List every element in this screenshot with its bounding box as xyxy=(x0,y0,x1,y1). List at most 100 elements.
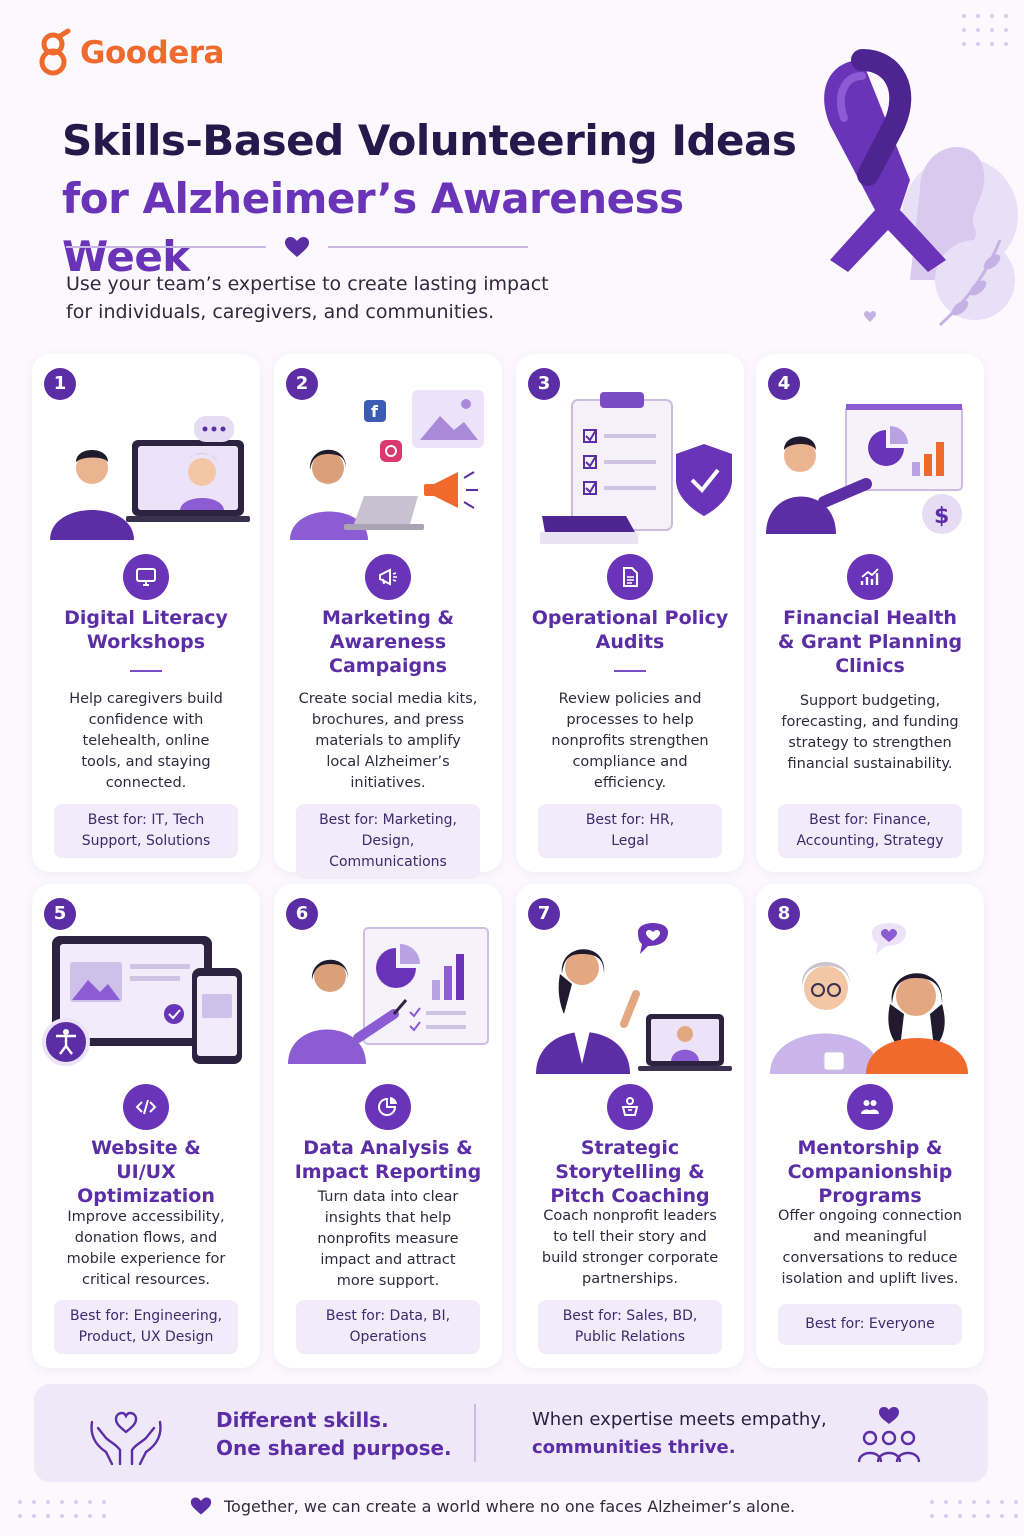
brand-logo[interactable]: Goodera xyxy=(38,28,224,78)
card-divider xyxy=(130,670,162,672)
desc-line: confidence with xyxy=(88,712,204,728)
card-title: Data Analysis & Impact Reporting xyxy=(282,1136,494,1184)
page-title: Skills-Based Volunteering Ideas for Alzh… xyxy=(62,112,802,286)
video-call-illustration xyxy=(50,416,250,540)
desc-line: Improve accessibility, xyxy=(67,1209,225,1225)
pie-chart-icon xyxy=(365,1084,411,1130)
best-for-line: Legal xyxy=(611,833,649,849)
desc-line: build stronger corporate xyxy=(541,1250,719,1266)
card-title-line: Audits xyxy=(595,631,665,653)
heart-icon xyxy=(285,237,309,257)
page-subtitle: Use your team’s expertise to create last… xyxy=(66,270,586,326)
goodera-logo-icon xyxy=(39,28,71,76)
desc-line: to tell their story and xyxy=(553,1229,707,1245)
best-for-line: Best for: Finance, xyxy=(809,812,931,828)
desc-line: materials to amplify xyxy=(315,733,461,749)
card-description: Coach nonprofit leaders to tell their st… xyxy=(532,1206,728,1290)
best-for-line: Design, Communications xyxy=(329,833,447,870)
card-number: 4 xyxy=(768,368,800,400)
desc-line: Offer ongoing connection xyxy=(778,1208,962,1224)
decorative-dots-bottom-left xyxy=(18,1500,106,1518)
card-title-line: Pitch Coaching xyxy=(550,1185,710,1207)
idea-card-5[interactable]: 5 Website & UI/UX Optimization Improve a… xyxy=(32,884,260,1368)
decorative-dots-top xyxy=(962,14,1008,46)
desc-line: more support. xyxy=(336,1273,440,1289)
idea-card-1[interactable]: 1 Digital Literacy Workshops Help caregi… xyxy=(32,354,260,872)
card-number: 5 xyxy=(44,898,76,930)
desc-line: telehealth, online xyxy=(82,733,210,749)
best-for-chip: Best for: HR, Legal xyxy=(538,804,722,858)
card-title-line: Awareness xyxy=(329,631,447,653)
card-title-line: Digital Literacy xyxy=(64,607,228,629)
purpose-banner: Different skills. One shared purpose. Wh… xyxy=(34,1384,988,1482)
best-for-line: Best for: Marketing, xyxy=(319,812,457,828)
idea-card-7[interactable]: 7 Strategic Storytelling & Pitch Coachin… xyxy=(516,884,744,1368)
idea-card-8[interactable]: 8 Mentorship & Companionship Programs Of… xyxy=(756,884,984,1368)
desc-line: partnerships. xyxy=(582,1271,678,1287)
card-description: Review policies and processes to help no… xyxy=(532,689,728,794)
card-title-line: Programs xyxy=(818,1185,922,1207)
card-title: Strategic Storytelling & Pitch Coaching xyxy=(524,1136,736,1208)
desc-line: connected. xyxy=(105,775,187,791)
card-title-line: Website & xyxy=(91,1137,201,1159)
subtitle-line-1: Use your team’s expertise to create last… xyxy=(66,273,549,295)
banner-divider xyxy=(474,1404,476,1462)
best-for-line: Accounting, Strategy xyxy=(796,833,944,849)
desc-line: nonprofits strengthen xyxy=(551,733,709,749)
card-number: 8 xyxy=(768,898,800,930)
desc-line: isolation and uplift lives. xyxy=(781,1271,959,1287)
desc-line: strategy to strengthen xyxy=(788,735,952,751)
idea-card-4[interactable]: 4 $ Financial Health & Grant Planning Cl… xyxy=(756,354,984,872)
card-title: Operational Policy Audits xyxy=(524,606,736,654)
card-title-line: Data Analysis & xyxy=(303,1137,473,1159)
brand-name: Goodera xyxy=(80,35,224,71)
desc-line: Turn data into clear xyxy=(317,1189,459,1205)
desc-line: nonprofits measure xyxy=(317,1231,459,1247)
card-title-line: Marketing & xyxy=(321,607,455,629)
card-number: 3 xyxy=(528,368,560,400)
banner-left-line: One shared purpose. xyxy=(216,1436,452,1460)
footer-tagline: Together, we can create a world where no… xyxy=(190,1494,810,1518)
desc-line: donation flows, and xyxy=(74,1230,218,1246)
idea-card-2[interactable]: 2 f Marketing & Awareness Campaigns Crea… xyxy=(274,354,502,879)
best-for-chip: Best for: Marketing, Design, Communicati… xyxy=(296,804,480,879)
best-for-chip: Best for: Data, BI, Operations xyxy=(296,1300,480,1354)
financial-presentation-illustration: $ xyxy=(766,404,963,534)
best-for-chip: Best for: Engineering, Product, UX Desig… xyxy=(54,1300,238,1354)
decorative-dots-bottom-right xyxy=(930,1500,1018,1518)
card-title-line: Companionship xyxy=(787,1161,953,1183)
title-line-2: for Alzheimer’s Awareness Week xyxy=(62,174,684,281)
desc-line: efficiency. xyxy=(593,775,667,791)
card-number: 2 xyxy=(286,368,318,400)
community-icon xyxy=(857,1407,921,1463)
idea-card-6[interactable]: 6 Data Analysis & Impact Reporting Turn … xyxy=(274,884,502,1368)
card-title-line: Financial Health xyxy=(783,607,957,629)
best-for-line: Best for: Engineering, xyxy=(69,1308,223,1324)
best-for-line: Best for: Data, BI, xyxy=(325,1308,451,1324)
document-icon xyxy=(607,554,653,600)
desc-line: Support budgeting, xyxy=(799,693,941,709)
desc-line: insights that help xyxy=(324,1210,452,1226)
best-for-chip: Best for: IT, Tech Support, Solutions xyxy=(54,804,238,858)
card-number: 7 xyxy=(528,898,560,930)
best-for-line: Best for: HR, xyxy=(585,812,675,828)
desc-line: tools, and staying xyxy=(81,754,211,770)
card-title-line: Campaigns xyxy=(329,655,447,677)
subtitle-line-2: for individuals, caregivers, and communi… xyxy=(66,301,495,323)
desc-line: processes to help xyxy=(566,712,694,728)
card-description: Offer ongoing connection and meaningful … xyxy=(772,1206,968,1290)
title-divider xyxy=(66,236,528,258)
banner-left-text: Different skills. One shared purpose. xyxy=(216,1406,452,1462)
growth-chart-icon xyxy=(847,554,893,600)
card-number: 1 xyxy=(44,368,76,400)
desc-line: mobile experience for xyxy=(66,1251,226,1267)
best-for-chip: Best for: Sales, BD, Public Relations xyxy=(538,1300,722,1354)
desc-line: critical resources. xyxy=(81,1272,211,1288)
card-title-line: UI/UX xyxy=(116,1161,176,1183)
best-for-chip: Best for: Finance, Accounting, Strategy xyxy=(778,804,962,858)
best-for-chip: Best for: Everyone xyxy=(778,1304,962,1345)
card-description: Turn data into clear insights that help … xyxy=(290,1187,486,1292)
idea-card-3[interactable]: 3 Operational Policy Audits Review polic… xyxy=(516,354,744,872)
tagline-text: Together, we can create a world where no… xyxy=(224,1496,796,1516)
best-for-line: Operations xyxy=(349,1329,427,1345)
